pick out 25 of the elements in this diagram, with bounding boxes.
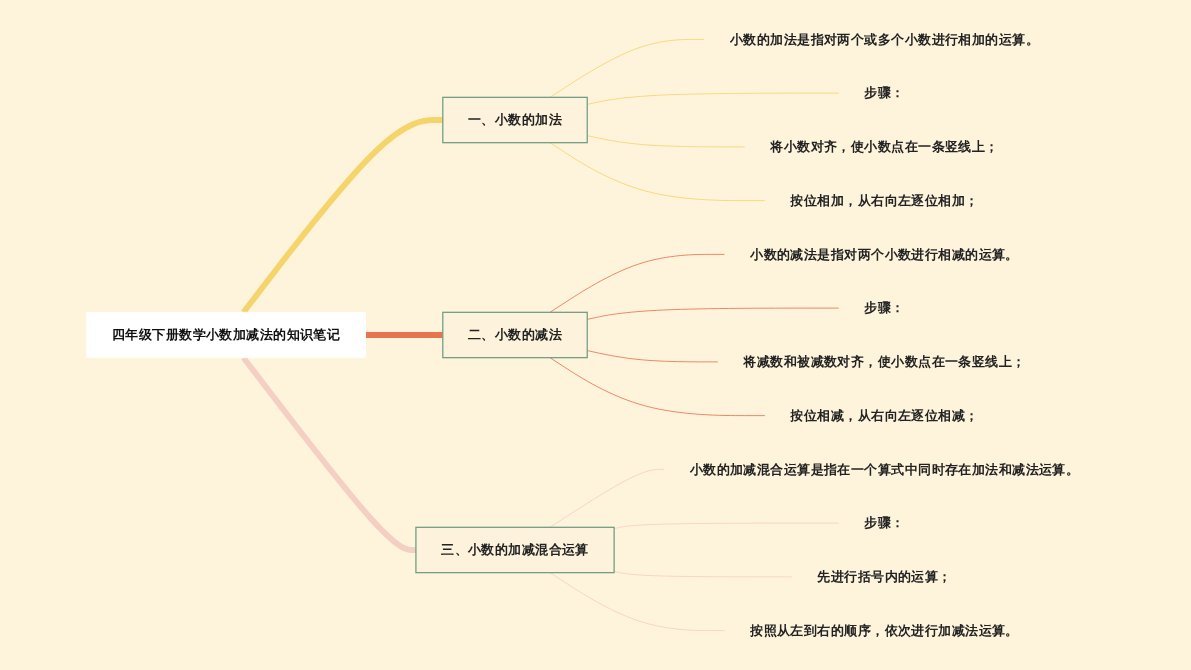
node-text: 将小数对齐，使小数点在一条竖线上； <box>770 138 999 155</box>
connector <box>549 38 706 98</box>
node-text: 步骤： <box>864 514 905 531</box>
node-text: 小数的加法是指对两个或多个小数进行相加的运算。 <box>729 30 1039 47</box>
connector <box>549 572 726 631</box>
connector <box>365 332 443 338</box>
node-box: 四年级下册数学小数加减法的知识笔记 <box>86 311 366 359</box>
node-text: 按位相加，从右向左逐位相加； <box>790 192 979 209</box>
connector <box>613 571 793 578</box>
connector <box>549 142 766 202</box>
node-text: 小数的加减混合运算是指在一个算式中同时存在加法和减法运算。 <box>689 460 1080 477</box>
connector <box>613 522 840 529</box>
node-text: 按位相减，从右向左逐位相减； <box>790 407 979 424</box>
node-text: 小数的减法是指对两个小数进行相减的运算。 <box>750 245 1019 262</box>
node-text: 按照从左到右的顺序，依次进行加减法运算。 <box>750 622 1019 639</box>
node-box: 三、小数的加减混合运算 <box>415 526 615 574</box>
node-box: 一、小数的加法 <box>442 96 588 144</box>
connector <box>549 468 665 528</box>
node-text: 先进行括号内的运算； <box>817 568 952 585</box>
connector <box>549 253 726 313</box>
node-text: 步骤： <box>864 299 905 316</box>
connector <box>549 357 766 417</box>
node-text: 步骤： <box>864 84 905 101</box>
node-box: 二、小数的减法 <box>442 311 588 359</box>
node-text: 将减数和被减数对齐，使小数点在一条竖线上； <box>743 353 1026 370</box>
